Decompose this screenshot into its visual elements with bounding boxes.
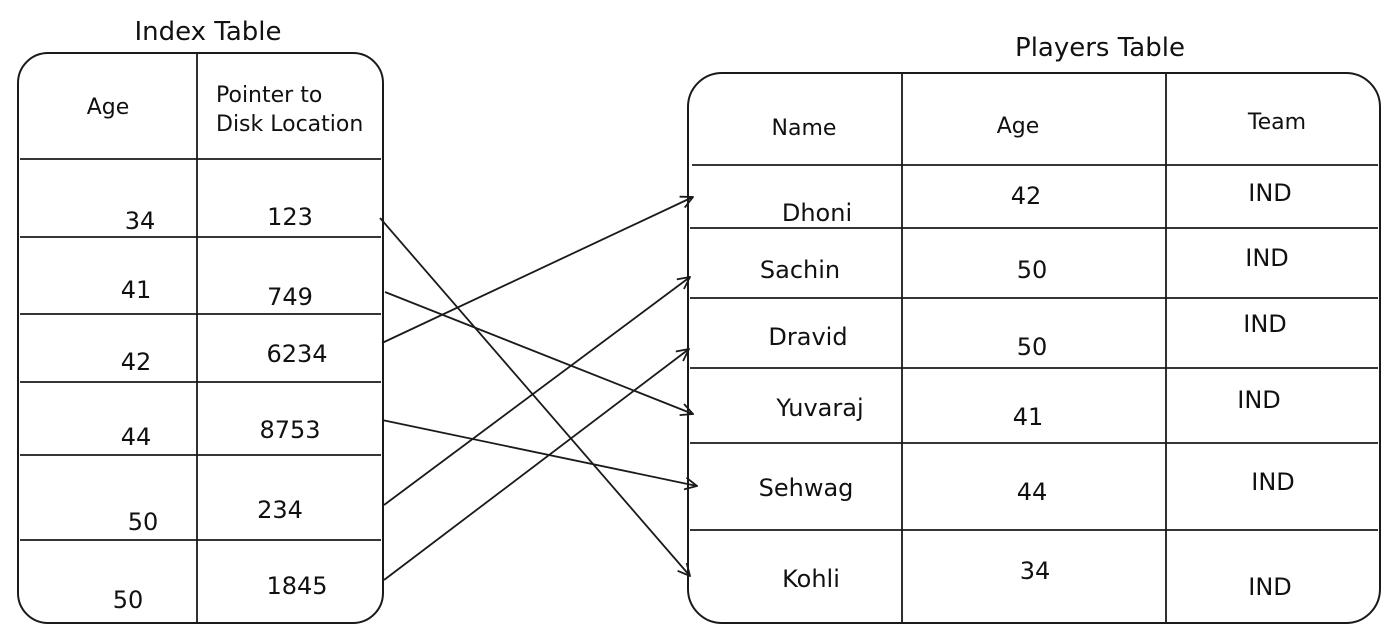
index-pointer-cell: 1845 bbox=[266, 572, 327, 600]
pointer-arrow bbox=[383, 349, 689, 581]
players-name-cell: Kohli bbox=[782, 565, 840, 593]
pointer-arrows bbox=[379, 197, 697, 581]
players-team-cell: IND bbox=[1245, 244, 1289, 272]
index-age-cell: 50 bbox=[113, 586, 144, 614]
players-age-cell: 50 bbox=[1017, 256, 1048, 284]
players-header-name: Name bbox=[772, 116, 837, 141]
index-age-cell: 41 bbox=[121, 276, 152, 304]
index-pointer-cell: 234 bbox=[257, 496, 303, 524]
players-age-cell: 50 bbox=[1017, 333, 1048, 361]
players-name-cell: Dravid bbox=[768, 323, 847, 351]
players-name-cell: Sachin bbox=[760, 256, 840, 284]
index-pointer-cell: 8753 bbox=[259, 416, 320, 444]
players-team-cell: IND bbox=[1248, 573, 1292, 601]
players-age-cell: 41 bbox=[1013, 403, 1044, 431]
players-name-cell: Yuvaraj bbox=[775, 394, 863, 422]
players-age-cell: 34 bbox=[1020, 557, 1051, 585]
pointer-arrow bbox=[381, 197, 693, 344]
index-age-cell: 42 bbox=[121, 348, 152, 376]
players-team-cell: IND bbox=[1251, 468, 1295, 496]
players-age-cell: 42 bbox=[1011, 182, 1042, 210]
index-header-disk-location: Disk Location bbox=[216, 112, 363, 137]
index-age-cell: 50 bbox=[128, 508, 159, 536]
players-name-cell: Sehwag bbox=[759, 474, 854, 502]
players-team-cell: IND bbox=[1243, 310, 1287, 338]
index-header-pointer: Pointer to bbox=[216, 83, 322, 108]
pointer-arrow bbox=[381, 419, 697, 486]
pointer-arrow bbox=[379, 217, 690, 576]
index-table-title: Index Table bbox=[134, 17, 281, 47]
index-pointer-cell: 123 bbox=[267, 203, 313, 231]
players-name-cell: Dhoni bbox=[782, 199, 852, 227]
pointer-arrow bbox=[383, 277, 690, 506]
index-pointer-cell: 6234 bbox=[266, 340, 327, 368]
pointer-arrow bbox=[384, 291, 693, 414]
players-team-cell: IND bbox=[1248, 179, 1292, 207]
index-header-age: Age bbox=[87, 95, 130, 120]
index-age-cell: 34 bbox=[125, 207, 156, 235]
index-pointer-cell: 749 bbox=[267, 283, 313, 311]
players-header-age: Age bbox=[997, 114, 1040, 139]
index-table: Age Pointer to Disk Location 34 123 41 7… bbox=[17, 52, 384, 624]
index-age-cell: 44 bbox=[121, 423, 152, 451]
players-table-title: Players Table bbox=[1015, 33, 1185, 63]
players-header-team: Team bbox=[1247, 110, 1306, 135]
players-team-cell: IND bbox=[1237, 386, 1281, 414]
players-age-cell: 44 bbox=[1017, 478, 1048, 506]
players-table: Name Age Team Dhoni 42 IND Sachin 50 IND… bbox=[687, 72, 1381, 624]
index-table-frame bbox=[17, 52, 384, 624]
